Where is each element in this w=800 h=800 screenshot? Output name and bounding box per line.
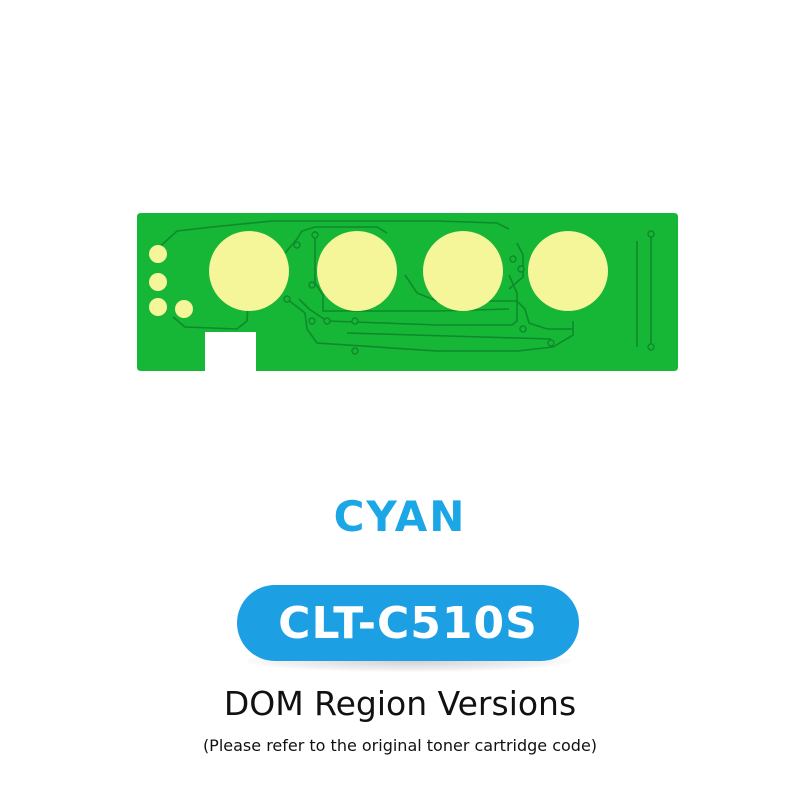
cartridge-code-note: (Please refer to the original toner cart… (202, 736, 598, 755)
toner-chip-illustration (137, 213, 678, 371)
contact-pad-4 (528, 231, 608, 311)
small-pad (149, 245, 167, 263)
contact-pad-2 (317, 231, 397, 311)
small-pad (149, 273, 167, 291)
small-pad (149, 298, 167, 316)
circuit-traces (154, 220, 652, 352)
region-version-text: DOM Region Versions (223, 684, 577, 723)
chip-contacts (209, 231, 608, 311)
color-name-label: CYAN (333, 492, 467, 541)
small-pad (175, 300, 193, 318)
contact-pad-1 (209, 231, 289, 311)
model-code-text: CLT-C510S (278, 597, 538, 649)
small-pads (149, 245, 193, 318)
contact-pad-3 (423, 231, 503, 311)
model-code-badge: CLT-C510S (237, 585, 579, 661)
circuit-vias (283, 230, 655, 355)
